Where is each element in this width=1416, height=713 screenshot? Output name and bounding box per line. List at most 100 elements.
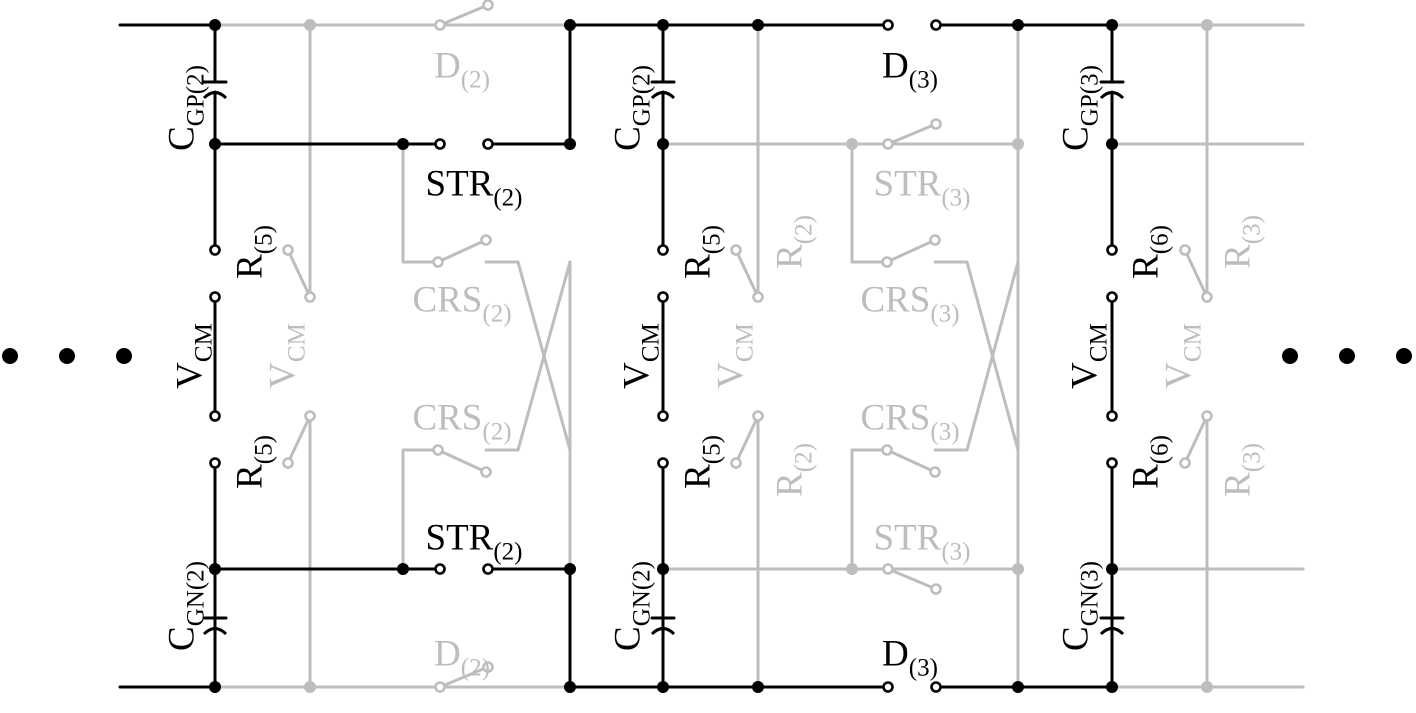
terminal-ring bbox=[1106, 244, 1118, 256]
terminal-ring bbox=[480, 466, 492, 478]
terminal-ring bbox=[1179, 457, 1191, 469]
junction-dot bbox=[1106, 681, 1118, 693]
terminal-ring bbox=[882, 681, 894, 693]
terminal-ring bbox=[930, 19, 942, 31]
terminal-ring bbox=[930, 681, 942, 693]
terminal-ring bbox=[930, 118, 942, 130]
junction-dot bbox=[304, 19, 316, 31]
crs-cross bbox=[933, 260, 1020, 452]
terminal-ring bbox=[1201, 291, 1213, 303]
junction-dot bbox=[209, 138, 221, 150]
junction-dot bbox=[846, 138, 858, 150]
terminal-ring bbox=[752, 410, 764, 422]
terminal-ring bbox=[482, 661, 494, 673]
terminal-ring bbox=[282, 244, 294, 256]
terminal-ring bbox=[657, 457, 669, 469]
junction-dot bbox=[209, 681, 221, 693]
switch-blade bbox=[436, 448, 488, 474]
junction-dot bbox=[1339, 348, 1355, 364]
crs-lead bbox=[401, 142, 440, 264]
junction-dot bbox=[657, 681, 669, 693]
circuit-nodes bbox=[2, 0, 1412, 693]
terminal-ring bbox=[882, 19, 894, 31]
terminal-ring bbox=[434, 563, 446, 575]
terminal-ring bbox=[730, 457, 742, 469]
junction-dot bbox=[1282, 348, 1298, 364]
crs-lead bbox=[850, 142, 889, 264]
terminal-ring bbox=[657, 410, 669, 422]
junction-dot bbox=[564, 563, 576, 575]
junction-dot bbox=[1106, 19, 1118, 31]
junction-dot bbox=[1201, 681, 1213, 693]
terminal-ring bbox=[752, 291, 764, 303]
terminal-ring bbox=[1201, 410, 1213, 422]
crs-cross bbox=[933, 260, 1020, 452]
terminal-ring bbox=[930, 583, 942, 595]
junction-dot bbox=[1396, 348, 1412, 364]
switch-blade bbox=[734, 248, 760, 299]
junction-dot bbox=[657, 19, 669, 31]
junction-dot bbox=[116, 348, 132, 364]
terminal-ring bbox=[730, 244, 742, 256]
junction-dot bbox=[209, 563, 221, 575]
crs-lead bbox=[850, 448, 889, 571]
terminal-ring bbox=[929, 466, 941, 478]
junction-dot bbox=[1106, 563, 1118, 575]
terminal-ring bbox=[434, 138, 446, 150]
terminal-ring bbox=[657, 291, 669, 303]
junction-dot bbox=[657, 563, 669, 575]
junction-dot bbox=[1012, 563, 1024, 575]
junction-dot bbox=[209, 19, 221, 31]
switch-blade bbox=[886, 122, 938, 146]
switch-blade bbox=[438, 3, 490, 27]
terminal-ring bbox=[434, 19, 446, 31]
terminal-ring bbox=[304, 291, 316, 303]
terminal-ring bbox=[304, 410, 316, 422]
terminal-ring bbox=[432, 256, 444, 268]
terminal-ring bbox=[482, 138, 494, 150]
terminal-ring bbox=[1106, 291, 1118, 303]
junction-dot bbox=[2, 348, 18, 364]
junction-dot bbox=[304, 681, 316, 693]
inactive-wires bbox=[213, 3, 1305, 689]
terminal-ring bbox=[209, 410, 221, 422]
terminal-ring bbox=[432, 444, 444, 456]
junction-dot bbox=[1012, 19, 1024, 31]
terminal-ring bbox=[482, 0, 494, 11]
terminal-ring bbox=[1106, 410, 1118, 422]
terminal-ring bbox=[1179, 244, 1191, 256]
switch-blade bbox=[734, 414, 760, 465]
switch-blade bbox=[1183, 414, 1209, 465]
terminal-ring bbox=[209, 244, 221, 256]
switch-blade bbox=[1183, 248, 1209, 299]
junction-dot bbox=[657, 138, 669, 150]
crs-cross bbox=[484, 260, 572, 452]
terminal-ring bbox=[882, 138, 894, 150]
terminal-ring bbox=[482, 563, 494, 575]
switch-blade bbox=[886, 567, 938, 591]
junction-dot bbox=[59, 348, 75, 364]
switch-blade bbox=[438, 665, 490, 689]
junction-dot bbox=[846, 563, 858, 575]
terminal-ring bbox=[881, 256, 893, 268]
junction-dot bbox=[1012, 681, 1024, 693]
crs-cross bbox=[484, 260, 572, 452]
junction-dot bbox=[1201, 19, 1213, 31]
switch-blade bbox=[286, 248, 312, 299]
switch-blade bbox=[885, 448, 937, 474]
terminal-ring bbox=[882, 563, 894, 575]
terminal-ring bbox=[434, 681, 446, 693]
switch-blade bbox=[286, 414, 312, 465]
switch-blade bbox=[885, 238, 937, 264]
terminal-ring bbox=[1106, 457, 1118, 469]
switch-blade bbox=[436, 238, 488, 264]
junction-dot bbox=[1106, 138, 1118, 150]
junction-dot bbox=[564, 19, 576, 31]
terminal-ring bbox=[282, 457, 294, 469]
junction-dot bbox=[397, 138, 409, 150]
terminal-ring bbox=[480, 234, 492, 246]
terminal-ring bbox=[209, 457, 221, 469]
junction-dot bbox=[564, 138, 576, 150]
terminal-ring bbox=[881, 444, 893, 456]
